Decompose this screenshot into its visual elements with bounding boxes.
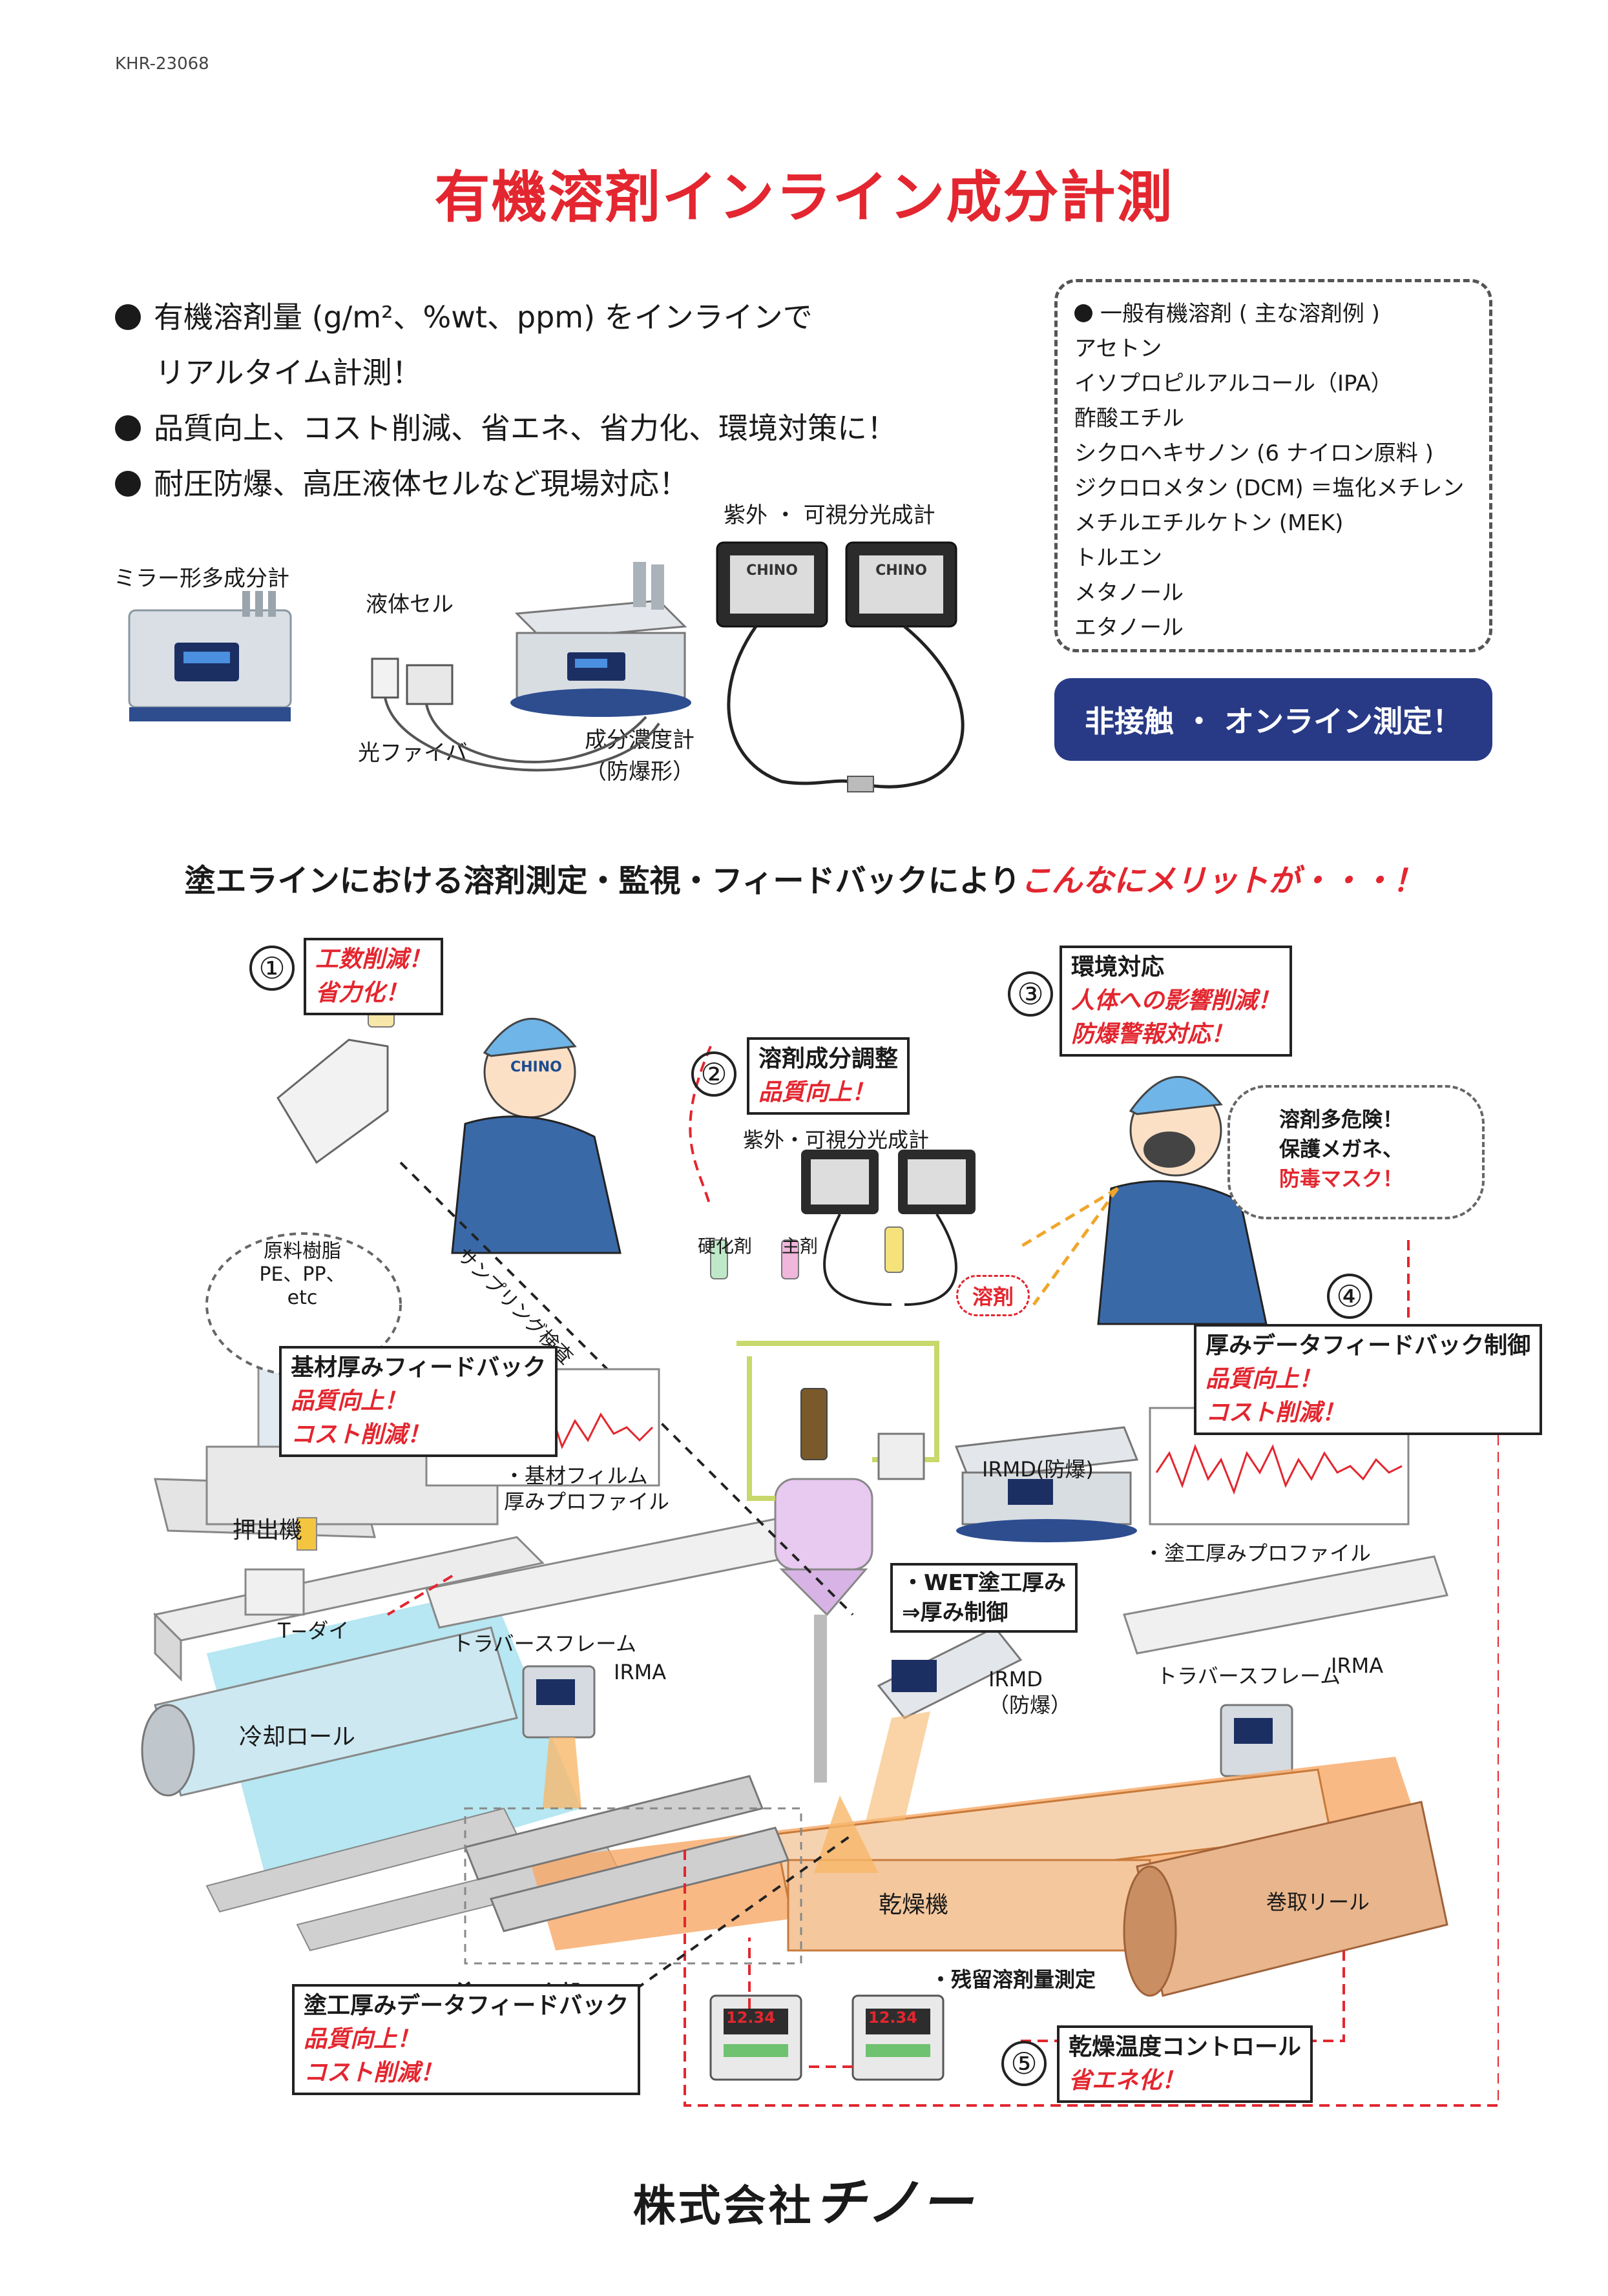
- fiber-label: 光ファイバ: [358, 740, 468, 766]
- coating-line-diagram: [141, 968, 1499, 2107]
- main-agent-label: 主剤: [782, 1236, 819, 1257]
- list-item: トルエン: [1074, 545, 1162, 571]
- bullet-2: 品質向上、コスト削減、省エネ、省力化、環境対策に！: [115, 400, 897, 456]
- extruder-label: 押出機: [233, 1517, 303, 1544]
- point-2-number: ②: [691, 1051, 736, 1097]
- bullet-1: 有機溶剤量 (g/m²、%wt、ppm) をインラインで: [115, 289, 897, 345]
- point-3-number: ③: [1008, 971, 1053, 1017]
- irma-label-2: IRMA: [1331, 1653, 1384, 1678]
- uv-vis-spectrometer-label: 紫外 ・ 可視分光成計: [724, 502, 935, 528]
- resin-label: 原料樹脂 PE、PP、 etc: [259, 1240, 346, 1309]
- point-1-callout: 工数削減！ 省力化！: [304, 938, 444, 1015]
- point-5-number: ⑤: [1001, 2041, 1047, 2086]
- irmd-ex-label: IRMD(防爆): [982, 1457, 1094, 1482]
- solvent-heading: 一般有機溶剤 ( 主な溶剤例 ): [1074, 296, 1472, 331]
- chill-roll-label: 冷却ロール: [239, 1724, 356, 1750]
- winder-label: 巻取リール: [1266, 1890, 1370, 1914]
- tdie-label: T−ダイ: [278, 1619, 350, 1643]
- bullet-3: 耐圧防爆、高圧液体セルなど現場対応！: [115, 456, 897, 512]
- concentration-meter-label: 成分濃度計 （防爆形）: [585, 727, 694, 785]
- noncontact-badge: 非接触 ・ オンライン測定！: [1054, 678, 1492, 761]
- benefit-headline: 塗エラインにおける溶剤測定・監視・フィードバックによりこんなにメリットが・・・！: [184, 863, 1424, 899]
- list-item: イソプロピルアルコール（IPA）: [1074, 371, 1393, 397]
- chino-plate-1: CHINO: [746, 563, 798, 579]
- cap-text: CHINO: [510, 1059, 562, 1075]
- list-item: ジクロロメタン (DCM) ＝塩化メチレン: [1074, 475, 1465, 501]
- concentration-meter-image: [371, 562, 691, 772]
- coat-profile-label: ・塗工厚みプロファイル: [1143, 1541, 1372, 1566]
- display-value-2: 12.34: [868, 2009, 917, 2027]
- uv-vis-spectrometer-image: CHINO CHINO: [716, 541, 965, 792]
- company-logo: チノー: [813, 2173, 976, 2233]
- danger-cloud: [1227, 1085, 1485, 1219]
- hardener-label: 硬化剤: [698, 1236, 753, 1257]
- bullet-dot-icon: [115, 471, 141, 497]
- point-2-callout: 溶剤成分調整 品質向上！: [747, 1037, 910, 1115]
- page-title: 有機溶剤インライン成分計測: [434, 165, 1174, 230]
- liquid-cell-label: 液体セル: [366, 592, 454, 617]
- point-4-number: ④: [1327, 1274, 1372, 1319]
- list-item: メチルエチルケトン (MEK): [1074, 510, 1344, 536]
- danger-text: 溶剤多危険！ 保護メガネ、 防毒マスク！: [1279, 1107, 1404, 1191]
- list-item: エタノール: [1074, 615, 1184, 641]
- list-item: 酢酸エチル: [1074, 406, 1184, 431]
- coat-feedback-callout: 塗工厚みデータフィードバック 品質向上！ コスト削減！: [292, 1984, 641, 2095]
- point-4-callout: 厚みデータフィードバック制御 品質向上！ コスト削減！: [1194, 1324, 1543, 1435]
- uv-vis-diagram-label: 紫外・可視分光成計: [743, 1128, 930, 1152]
- bullet-1-cont: リアルタイム計測！: [155, 355, 422, 390]
- bullet-dot-icon: [115, 415, 141, 441]
- point-3-callout: 環境対応 人体への影響削減！ 防爆警報対応！: [1060, 946, 1293, 1057]
- traverse-frame-label-1: トラバースフレーム: [452, 1631, 637, 1656]
- list-item: アセトン: [1074, 336, 1162, 362]
- document-code: KHR-23068: [115, 54, 209, 74]
- chino-plate-2: CHINO: [875, 563, 927, 579]
- residual-solvent-label: ・残留溶剤量測定: [930, 1967, 1096, 1992]
- bullet-dot-icon: [1074, 304, 1092, 322]
- traverse-frame-label-2: トラバースフレーム: [1156, 1664, 1341, 1688]
- list-item: メタノール: [1074, 580, 1184, 606]
- bullet-dot-icon: [115, 304, 141, 330]
- point-1-number: ①: [249, 946, 295, 991]
- irma-label-1: IRMA: [614, 1660, 667, 1684]
- solvent-list: アセトン イソプロピルアルコール（IPA） 酢酸エチル シクロヘキサノン (6 …: [1074, 331, 1472, 645]
- point-5-callout: 乾燥温度コントロール 省エネ化！: [1057, 2025, 1313, 2103]
- mirror-analyzer-label: ミラー形多成分計: [114, 566, 289, 592]
- film-profile-label: ・基材フィルム 厚みプロファイル: [504, 1463, 670, 1514]
- solvent-examples-box: 一般有機溶剤 ( 主な溶剤例 ) アセトン イソプロピルアルコール（IPA） 酢…: [1054, 279, 1492, 652]
- display-value-1: 12.34: [726, 2009, 775, 2027]
- irmd-coating-label: IRMD （防爆）: [988, 1667, 1072, 1717]
- substrate-feedback-callout: 基材厚みフィードバック 品質向上！ コスト削減！: [279, 1346, 558, 1457]
- feature-bullets: 有機溶剤量 (g/m²、%wt、ppm) をインラインで リアルタイム計測！ 品…: [115, 289, 897, 512]
- solvent-tag: 溶剤: [956, 1275, 1030, 1316]
- mirror-analyzer-image: [128, 591, 292, 721]
- company-footer: 株式会社チノー: [632, 2173, 976, 2233]
- wet-thickness-callout: ・WET塗工厚み ⇒厚み制御: [890, 1563, 1078, 1633]
- list-item: シクロヘキサノン (6 ナイロン原料 ): [1074, 440, 1434, 466]
- dryer-label: 乾燥機: [879, 1892, 949, 1918]
